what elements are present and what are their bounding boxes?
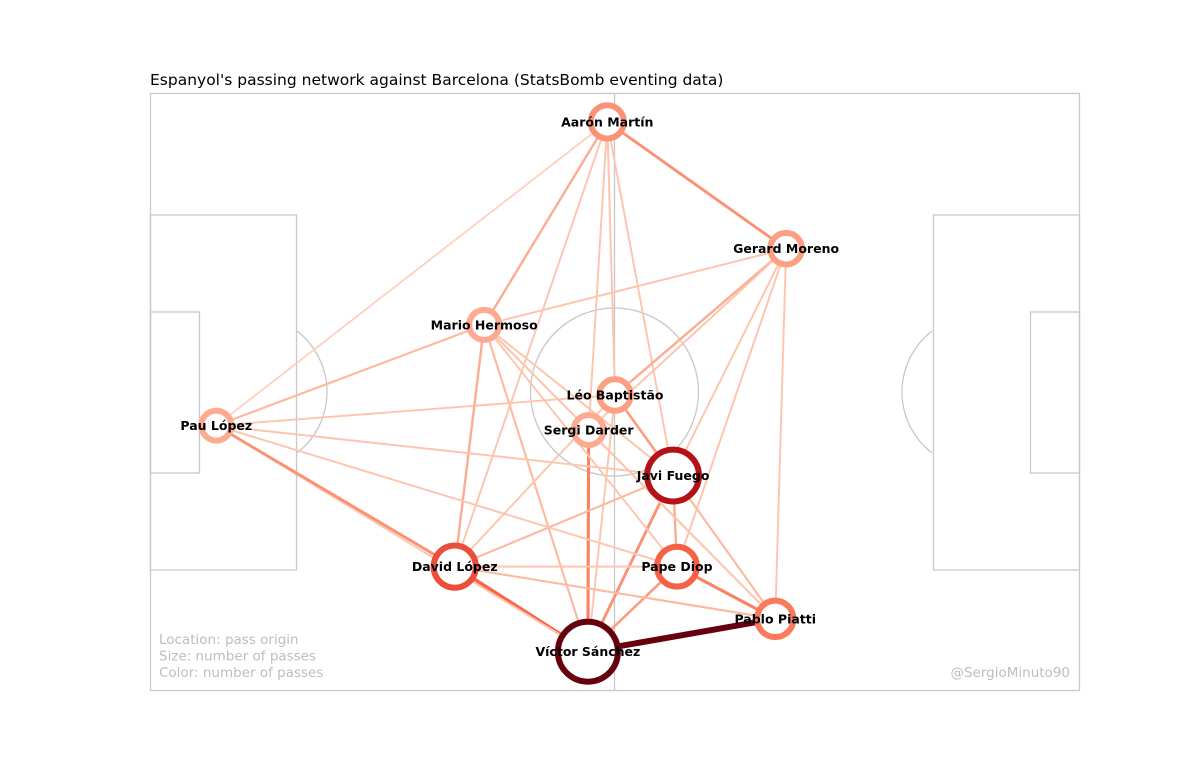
edge-fuego-pau	[215, 424, 675, 477]
edge-david-pau	[214, 424, 457, 569]
label-fuego: Javi Fuego	[636, 468, 710, 483]
edge-gerard-leo	[613, 247, 788, 397]
edge-aaron-gerard	[605, 120, 788, 251]
edge-gerard-piatti	[774, 247, 788, 620]
center-circle	[529, 307, 700, 477]
right-six-yard-box	[1029, 311, 1081, 474]
node-leo	[596, 376, 634, 414]
node-gerard	[767, 229, 805, 268]
label-piatti: Pablo Piatti	[734, 611, 816, 626]
left-penalty-box	[149, 214, 298, 571]
left-six-yard-box	[149, 311, 201, 474]
label-david: David López	[412, 559, 498, 574]
node-fuego	[644, 446, 702, 505]
label-victor: Víctor Sánchez	[535, 644, 640, 659]
chart-title: Espanyol's passing network against Barce…	[150, 71, 723, 89]
label-darder: Sergi Darder	[544, 423, 635, 438]
edge-david-fuego	[453, 474, 675, 568]
edge-fuego-gerard	[672, 247, 788, 477]
node-aaron	[587, 102, 627, 142]
node-diop	[654, 543, 700, 590]
label-aaron: Aarón Martín	[561, 114, 653, 129]
edge-aaron-hermoso	[482, 120, 609, 327]
node-pau	[198, 407, 235, 444]
legend-line-size: Size: number of passes	[159, 649, 316, 665]
label-pau: Pau López	[180, 418, 252, 433]
label-gerard: Gerard Moreno	[733, 241, 839, 256]
edge-darder-piatti	[587, 429, 777, 620]
node-darder	[570, 412, 607, 449]
player-nodes	[198, 102, 805, 685]
legend-line-location: Location: pass origin	[159, 632, 299, 648]
edge-pau-diop	[215, 424, 678, 568]
edge-david-piatti	[453, 565, 777, 620]
edge-aaron-pau	[215, 120, 609, 427]
edge-aaron-leo	[606, 120, 616, 396]
edge-fuego-hermoso	[483, 323, 675, 477]
node-piatti	[754, 597, 797, 641]
edge-victor-hermoso	[483, 323, 589, 653]
edge-victor-leo	[586, 394, 616, 653]
edge-fuego-piatti	[671, 474, 777, 620]
label-diop: Pape Diop	[641, 559, 712, 574]
edge-pau-leo	[215, 394, 616, 427]
node-victor	[554, 618, 621, 685]
node-david	[430, 542, 479, 591]
edge-victor-darder	[586, 428, 591, 654]
edge-aaron-darder	[587, 120, 609, 432]
edge-david-aaron	[453, 120, 609, 568]
edge-david-hermoso	[453, 323, 486, 568]
edge-hermoso-pau	[215, 323, 486, 427]
node-hermoso	[466, 306, 503, 343]
edge-aaron-fuego	[606, 120, 675, 477]
label-hermoso: Mario Hermoso	[431, 317, 538, 332]
edge-gerard-hermoso	[483, 247, 788, 326]
right-penalty-box	[932, 214, 1081, 571]
right-penalty-arc	[901, 330, 933, 454]
edge-hermoso-darder	[483, 323, 590, 432]
pitch	[149, 92, 1081, 692]
edge-diop-gerard	[675, 247, 788, 568]
left-penalty-arc	[296, 330, 328, 454]
label-leo: Léo Baptistão	[567, 387, 664, 402]
credit-label: @SergioMinuto90	[950, 665, 1070, 681]
legend-line-color: Color: number of passes	[159, 665, 323, 681]
